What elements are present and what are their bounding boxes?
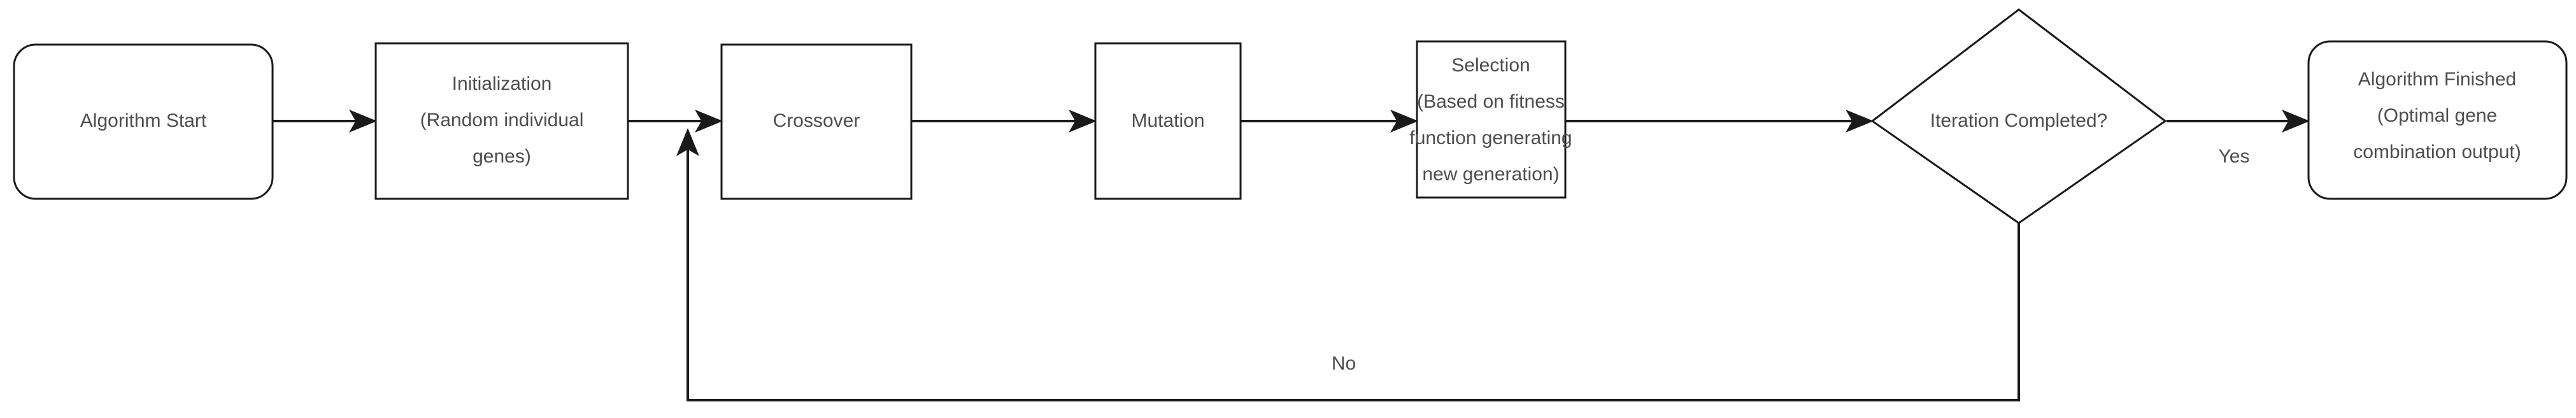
iteration-completed-label: Iteration Completed? <box>1930 110 2108 131</box>
crossover-label: Crossover <box>773 110 860 131</box>
node-algorithm-finished[interactable]: Algorithm Finished (Optimal gene combina… <box>2307 40 2568 200</box>
selection-label-line-1: Selection <box>1451 55 1530 76</box>
node-selection[interactable]: Selection (Based on fitness function gen… <box>1409 40 1572 199</box>
mutation-shape <box>1094 42 1242 200</box>
selection-label-line-4: new generation) <box>1422 164 1559 185</box>
edge-decision-no-loop-to-crossover <box>676 128 2020 401</box>
selection-label-line-3: function generating <box>1409 127 1572 148</box>
algorithm-finished-shape <box>2307 40 2568 200</box>
algorithm-finished-label-line-3: combination output) <box>2353 141 2521 162</box>
mutation-label: Mutation <box>1131 110 1204 131</box>
node-crossover[interactable]: Crossover <box>720 43 913 200</box>
initialization-label-line-3: genes) <box>473 146 531 167</box>
crossover-shape <box>720 43 913 200</box>
algorithm-start-shape <box>13 43 274 200</box>
selection-label-line-2: (Based on fitness <box>1417 91 1565 112</box>
algorithm-finished-label-line-1: Algorithm Finished <box>2358 69 2516 90</box>
algorithm-start-label: Algorithm Start <box>80 110 207 131</box>
initialization-label-line-1: Initialization <box>452 73 552 94</box>
edge-label-no: No <box>1332 353 1356 374</box>
initialization-shape <box>374 42 629 200</box>
initialization-label-line-2: (Random individual <box>420 110 584 131</box>
node-initialization[interactable]: Initialization (Random individual genes) <box>374 42 629 200</box>
iteration-completed-shape <box>1870 8 2167 224</box>
node-mutation[interactable]: Mutation <box>1094 42 1242 200</box>
selection-shape <box>1416 40 1567 199</box>
edge-label-yes: Yes <box>2219 146 2250 167</box>
algorithm-finished-label-line-2: (Optimal gene <box>2377 105 2497 126</box>
node-iteration-completed[interactable]: Iteration Completed? <box>1870 8 2167 224</box>
node-algorithm-start[interactable]: Algorithm Start <box>13 43 274 200</box>
